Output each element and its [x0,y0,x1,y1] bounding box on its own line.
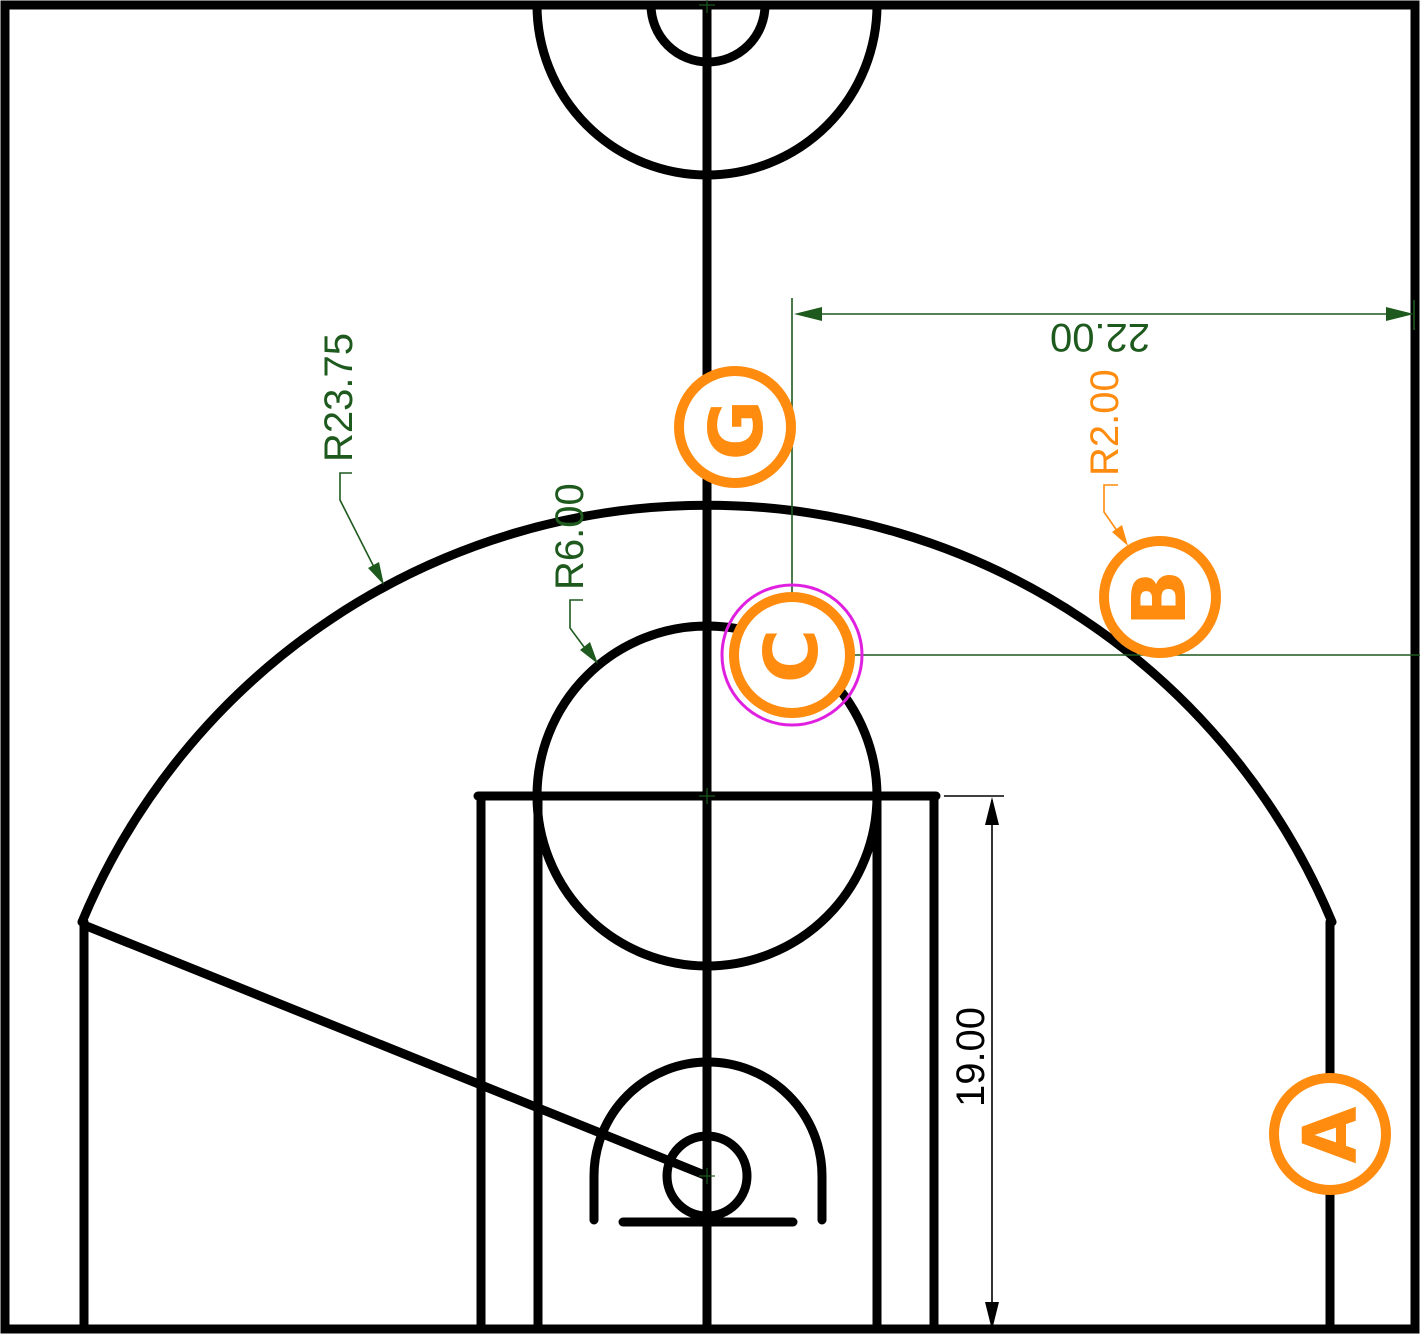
three-point-radius-dimension: R23.75 [317,333,384,585]
three-point-arc [77,500,1337,927]
free-throw-radius-label: R6.00 [548,483,592,590]
marker-radius-label: R2.00 [1083,369,1127,476]
corner-three-dimension: 22.00 [791,298,1420,656]
lane-length-arrow-bottom [985,1302,999,1330]
lane-length-label: 19.00 [949,1007,993,1107]
free-throw-radius-dimension: R6.00 [548,483,598,664]
free-throw-radius-arrow [580,642,598,664]
three-point-radius-arrow [368,562,384,585]
free-throw-radius-leader [569,599,591,656]
marker-g-letter: G [694,400,780,461]
marker-a-letter: A [1288,1106,1374,1163]
marker-c: C [720,583,864,727]
free-throw-circle [532,621,882,971]
marker-a: A [1269,1073,1391,1195]
marker-a-ring [1269,1073,1391,1195]
marker-radius-leader [1103,484,1121,536]
marker-b: B [1099,536,1221,658]
corner-three-arrow-right [1386,307,1414,321]
corner-three-label: 22.00 [1050,315,1150,359]
marker-radius-dimension: R2.00 [1083,369,1128,546]
marker-b-ring [1099,536,1221,658]
lane-length-dimension: 19.00 [944,795,1004,1330]
marker-g: G [674,366,796,488]
restricted-area-arc [589,1057,827,1225]
marker-c-letter: C [749,629,835,683]
marker-g-ring [674,366,796,488]
three-point-radius-label: R23.75 [317,333,361,462]
marker-c-ring [729,592,855,718]
center-marks [699,0,715,1184]
three-point-radius-leader [339,472,379,576]
lane-length-arrow-top [985,797,999,825]
corner-three-arrow-left [794,307,822,321]
marker-radius-arrow [1112,525,1128,546]
marker-c-highlight [720,583,864,727]
marker-b-letter: B [1117,570,1203,626]
corner-to-basket-line [79,920,712,1181]
basket-rim [662,1131,752,1221]
